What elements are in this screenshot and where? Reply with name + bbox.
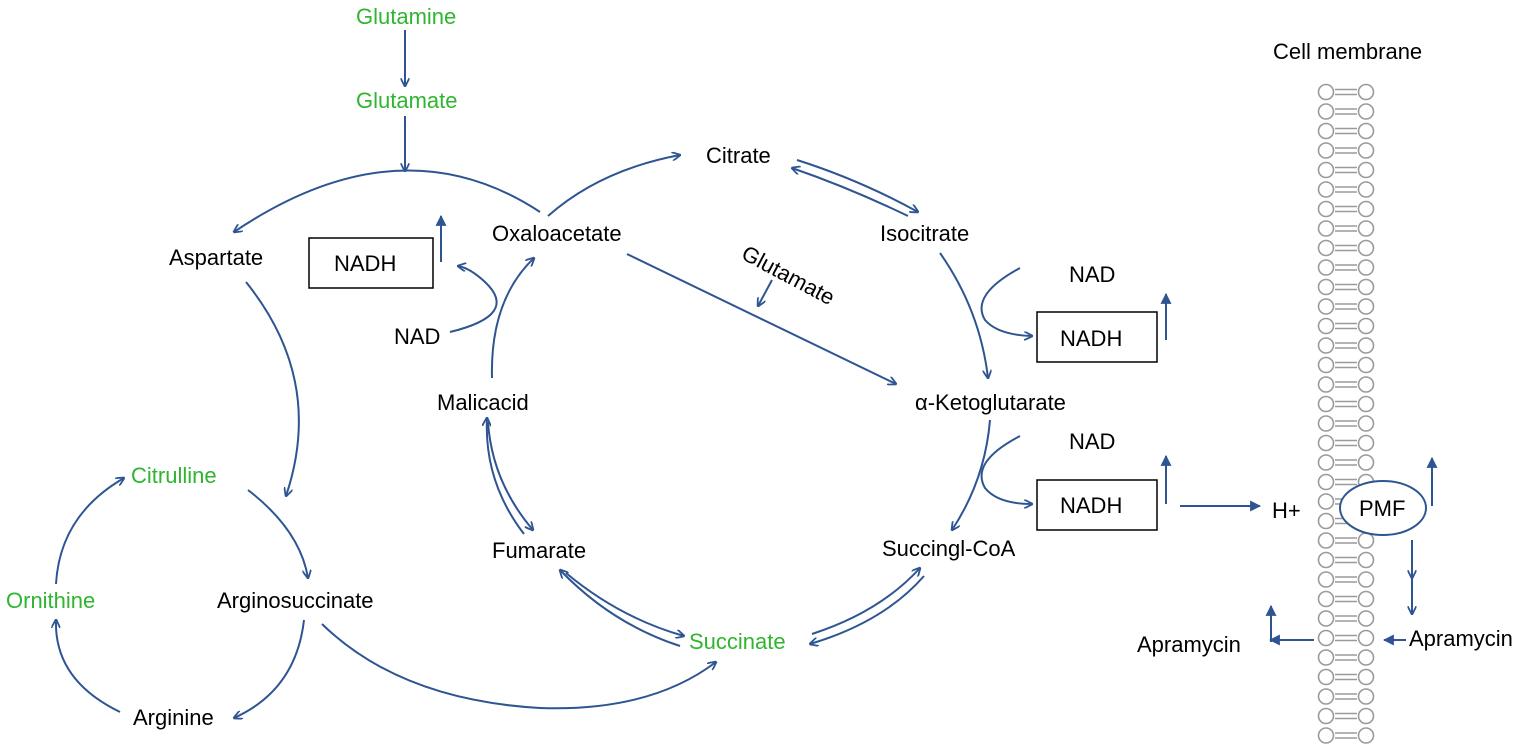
label-alpha-ketoglutarate: α-Ketoglutarate: [915, 390, 1066, 415]
membrane-lipid-row: [1317, 395, 1375, 413]
membrane-lipid-row: [1317, 103, 1375, 120]
label-pmf: PMF: [1359, 496, 1405, 521]
label-apramycin-out: Apramycin: [1137, 632, 1241, 657]
membrane-lipid-row: [1317, 610, 1375, 627]
label-nadh-left: NADH: [334, 251, 396, 276]
cell-membrane-bilayer: [1317, 83, 1375, 744]
membrane-lipid-row: [1317, 454, 1375, 471]
label-glutamate-top: Glutamate: [356, 88, 458, 113]
label-citrulline: Citrulline: [131, 463, 217, 488]
membrane-lipid-row: [1317, 727, 1375, 744]
arrow-isocitrate-to-citrate: [792, 168, 909, 217]
arrow-akg-to-succinylcoa: [952, 419, 991, 530]
membrane-lipid-row: [1317, 668, 1375, 686]
membrane-lipid-row: [1317, 200, 1375, 218]
arrow-ornithine-to-citrulline: [55, 478, 124, 585]
arrow-fumarate-to-malicacid: [487, 418, 525, 535]
pathway-arrows: [55, 30, 1438, 718]
membrane-lipid-row: [1317, 629, 1375, 647]
arrow-oxaloacetate-to-aspartate: [234, 169, 541, 232]
label-malicacid: Malicacid: [437, 390, 529, 415]
label-arginine: Arginine: [133, 705, 214, 730]
label-nadh-right1: NADH: [1060, 326, 1122, 351]
pmf-ellipse: [1339, 480, 1427, 536]
label-succinyl-coa: Succingl-CoA: [882, 536, 1016, 561]
label-apramycin-in: Apramycin: [1409, 626, 1513, 651]
label-nad-right1: NAD: [1069, 262, 1115, 287]
arrow-arginosuccinate-to-succinate: [321, 623, 716, 710]
label-h-plus: H+: [1272, 498, 1301, 523]
membrane-lipid-row: [1317, 317, 1375, 335]
label-nad-left: NAD: [394, 324, 440, 349]
label-nadh-right2: NADH: [1060, 493, 1122, 518]
arrow-fumarate-to-succinate: [565, 572, 684, 636]
membrane-lipid-row: [1317, 161, 1375, 179]
membrane-lipid-row: [1317, 415, 1375, 432]
arrow-succinylcoa-to-succinate: [810, 575, 925, 644]
arrow-aspartate-to-arginosuccinate: [245, 281, 300, 496]
arrow-malicacid-to-fumarate: [487, 421, 533, 530]
label-succinate: Succinate: [689, 629, 786, 654]
arrow-nad-to-nadh-right2: [980, 435, 1032, 504]
membrane-lipid-row: [1317, 142, 1375, 159]
label-nad-right2: NAD: [1069, 429, 1115, 454]
membrane-lipid-row: [1317, 434, 1375, 452]
membrane-lipid-row: [1317, 122, 1375, 140]
label-oxaloacetate: Oxaloacetate: [492, 221, 622, 246]
label-cell-membrane: Cell membrane: [1273, 39, 1422, 64]
arrow-arginine-to-ornithine: [56, 620, 121, 713]
label-aspartate: Aspartate: [169, 245, 263, 270]
membrane-lipid-row: [1317, 551, 1375, 569]
arrow-nad-to-nadh-right1: [980, 267, 1032, 336]
membrane-lipid-row: [1317, 707, 1375, 725]
arrow-citrulline-to-arginosuccinate: [247, 489, 308, 578]
membrane-lipid-row: [1317, 688, 1375, 705]
label-isocitrate: Isocitrate: [880, 221, 969, 246]
label-fumarate: Fumarate: [492, 538, 586, 563]
label-arginosuccinate: Arginosuccinate: [217, 588, 374, 613]
membrane-lipid-row: [1317, 278, 1375, 296]
arrow-succinate-to-succinylcoa: [811, 568, 920, 635]
membrane-lipid-row: [1317, 649, 1375, 666]
membrane-lipid-row: [1317, 356, 1375, 374]
membrane-lipid-row: [1317, 298, 1375, 315]
label-glutamate-mid: Glutamate: [738, 240, 839, 310]
membrane-lipid-row: [1317, 220, 1375, 237]
nadh-box-right1: [1036, 311, 1158, 363]
membrane-lipid-row: [1317, 259, 1375, 276]
nadh-box-left: [308, 237, 434, 289]
arrow-oxaloacetate-to-citrate: [547, 155, 680, 217]
arrow-nad-to-nadh-left: [449, 266, 498, 333]
arrow-citrate-to-isocitrate: [796, 159, 918, 212]
arrow-glutamate-mid: [758, 279, 773, 306]
membrane-lipid-row: [1317, 83, 1375, 101]
arrow-succinate-to-fumarate: [560, 570, 681, 647]
arrow-malicacid-to-oxaloacetate: [490, 258, 534, 379]
membrane-lipid-row: [1317, 239, 1375, 257]
arrow-arginosuccinate-to-arginine: [234, 619, 305, 718]
membrane-lipid-row: [1317, 590, 1375, 608]
nadh-box-right2: [1036, 479, 1158, 531]
membrane-lipid-row: [1317, 571, 1375, 588]
label-glutamine: Glutamine: [356, 4, 456, 29]
arrow-isocitrate-to-akg: [939, 252, 988, 378]
label-ornithine: Ornithine: [6, 588, 95, 613]
label-citrate: Citrate: [706, 143, 771, 168]
membrane-lipid-row: [1317, 181, 1375, 198]
membrane-lipid-row: [1317, 337, 1375, 354]
arrow-oxaloacetate-to-akg: [626, 253, 896, 384]
membrane-lipid-row: [1317, 532, 1375, 549]
membrane-lipid-row: [1317, 376, 1375, 393]
